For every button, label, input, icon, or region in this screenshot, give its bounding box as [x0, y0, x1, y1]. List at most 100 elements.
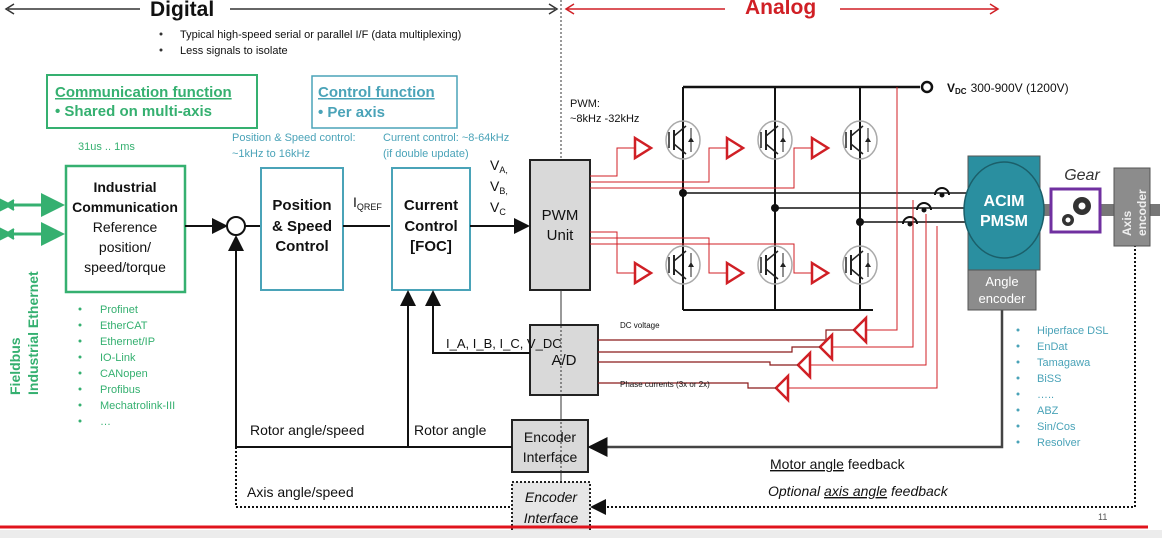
ad-feedback-line — [425, 290, 530, 354]
current-line-1: Current — [404, 197, 458, 214]
sense-amplifier-icon — [852, 314, 868, 346]
gate-signal-line — [590, 147, 727, 183]
current-sensor-icon — [934, 187, 950, 196]
encoder-list-item: BiSS — [1037, 373, 1061, 385]
inverter-legs — [590, 87, 966, 404]
fieldbus-list-bullet — [78, 355, 82, 359]
pwm-unit-block — [529, 159, 591, 291]
gate-signal-line — [590, 243, 812, 274]
axis-encoder-line-1: Axis — [1120, 210, 1134, 236]
motor-angle-feedback-label: Motor angle feedback — [770, 456, 906, 472]
encoder-list-bullet — [1016, 424, 1020, 428]
fieldbus-list-bullet — [78, 403, 82, 407]
encoder-list-item: Hiperface DSL — [1037, 325, 1109, 337]
axis-angle-speed-label: Axis angle/speed — [247, 484, 354, 500]
digital-arrowhead-right — [548, 3, 559, 15]
ad-input-line — [598, 382, 776, 389]
encoder-list-item: Tamagawa — [1037, 357, 1091, 369]
fieldbus-list-item: Mechatrolink-III — [100, 400, 175, 412]
pos-speed-line-1: Position — [272, 197, 331, 214]
digital-arrowhead-left — [4, 3, 15, 15]
fieldbus-list-item: … — [100, 416, 111, 428]
gate-signal-line — [590, 147, 635, 177]
encoder-list-item: EnDat — [1037, 341, 1068, 353]
pos-speed-timing-1: Position & Speed control: — [232, 132, 356, 144]
fieldbus-arrowheads — [4, 199, 15, 240]
current-timing-2: (if double update) — [383, 148, 469, 160]
encoder-list-bullet — [1016, 440, 1020, 444]
fieldbus-list-bullet — [78, 339, 82, 343]
digital-label: Digital — [150, 0, 214, 21]
gate-driver-icon — [633, 135, 654, 161]
fieldbus-list: ProfinetEtherCATEthernet/IPIO-LinkCANope… — [78, 304, 175, 428]
encoder-list-bullet — [1016, 408, 1020, 412]
axis-feedback-line — [235, 447, 512, 508]
fieldbus-list-item: Profibus — [100, 384, 141, 396]
gate-driver-icon — [725, 135, 746, 161]
encoder-list-bullet — [1016, 360, 1020, 364]
analog-arrowhead-right — [989, 3, 1000, 15]
ad-input-line — [598, 361, 798, 366]
motor — [963, 161, 1045, 259]
pwm-line-2: Unit — [547, 227, 575, 244]
angle-encoder-line-2: encoder — [979, 291, 1027, 306]
sense-amplifier-icon — [796, 349, 812, 381]
encoder-interface-line-2: Interface — [523, 449, 578, 465]
page-number: 11 — [1098, 512, 1107, 522]
gate-driver-icon — [810, 135, 831, 161]
control-function-box — [311, 75, 458, 129]
vdc-terminal — [920, 80, 934, 94]
summing-junction — [226, 216, 246, 236]
fieldbus-list-bullet — [78, 419, 82, 423]
axis-encoder-line-2: encoder — [1135, 189, 1149, 236]
communication-function-item: • Shared on multi-axis — [55, 103, 212, 120]
pwm-timing-2: ~8kHz -32kHz — [570, 113, 639, 125]
pos-speed-line-2: & Speed — [272, 218, 332, 235]
encoder-list-bullet — [1016, 344, 1020, 348]
current-control-block — [391, 167, 471, 291]
gear-label: Gear — [1064, 167, 1100, 184]
sense-amplifier-icon — [774, 372, 790, 404]
current-sensor-icon — [916, 202, 932, 211]
sense-line — [832, 200, 914, 348]
va-label: VA, — [490, 157, 508, 175]
angle-encoder-block — [967, 269, 1037, 311]
gate-driver-icon — [633, 260, 654, 286]
fieldbus-list-bullet — [78, 387, 82, 391]
industrial-communication-block — [64, 164, 187, 294]
fieldbus-list-item: EtherCAT — [100, 320, 148, 332]
header-bullet-1: Typical high-speed serial or parallel I/… — [180, 29, 461, 41]
angle-encoder-line-1: Angle — [985, 274, 1018, 289]
ad-block — [529, 324, 599, 396]
current-line-3: [FOC] — [410, 238, 452, 255]
communication-function-box — [46, 74, 258, 129]
industrial-comm-line-4: position/ — [99, 239, 151, 255]
encoder-list-item: Sin/Cos — [1037, 421, 1076, 433]
industrial-ethernet-label: Industrial Ethernet — [25, 271, 41, 395]
encoder-list-bullet — [1016, 328, 1020, 332]
encoder-interface-line-1: Encoder — [524, 429, 576, 445]
motor-label-1: ACIM — [984, 193, 1025, 210]
ad-label: A/D — [551, 352, 576, 369]
analog-arrowhead-left — [564, 3, 575, 15]
sense-line — [810, 214, 927, 366]
pos-speed-timing-2: ~1kHz to 16kHz — [232, 148, 310, 160]
fieldbus-list-item: Profinet — [100, 304, 138, 316]
pwm-timing-1: PWM: — [570, 98, 600, 110]
control-function-item: • Per axis — [318, 104, 385, 121]
encoder-list-bullet — [1016, 376, 1020, 380]
gear-icon — [1062, 197, 1091, 226]
optional-encoder-interface-block — [511, 481, 591, 533]
fieldbus-label: Fieldbus — [7, 337, 23, 395]
gate-driver-icon — [810, 260, 831, 286]
industrial-comm-line-1: Industrial — [93, 179, 156, 195]
industrial-comm-line-5: speed/torque — [84, 259, 166, 275]
vc-label: VC — [490, 199, 506, 217]
motor-label-2: PMSM — [980, 213, 1028, 230]
optional-axis-feedback-line — [590, 245, 1136, 515]
vb-label: VB, — [490, 178, 508, 196]
fieldbus-list-item: IO-Link — [100, 352, 136, 364]
pwm-line-1: PWM — [542, 207, 579, 224]
optional-encoder-interface-line-2: Interface — [524, 510, 579, 526]
